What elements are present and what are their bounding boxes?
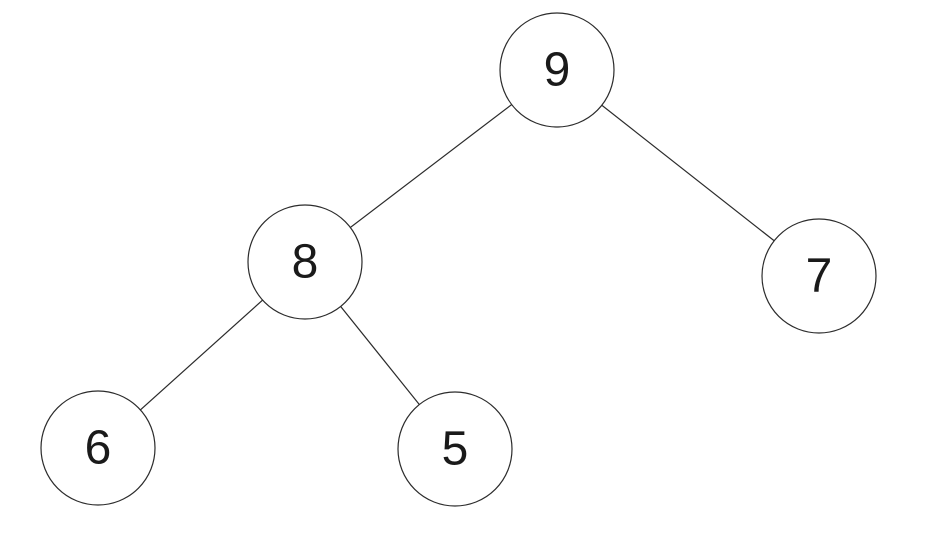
node-label-6: 6 [85,422,112,475]
node-label-7: 7 [806,250,833,303]
node-circle-9 [499,12,615,128]
tree-node-9: 9 [499,12,615,128]
node-circle-6 [40,390,156,506]
node-label-5: 5 [442,423,469,476]
node-circle-5 [397,391,513,507]
node-circle-7 [761,218,877,334]
node-label-8: 8 [292,236,319,289]
node-circle-8 [247,204,363,320]
node-label-9: 9 [544,44,571,97]
tree-node-7: 7 [761,218,877,334]
tree-node-8: 8 [247,204,363,320]
tree-node-5: 5 [397,391,513,507]
tree-node-6: 6 [40,390,156,506]
